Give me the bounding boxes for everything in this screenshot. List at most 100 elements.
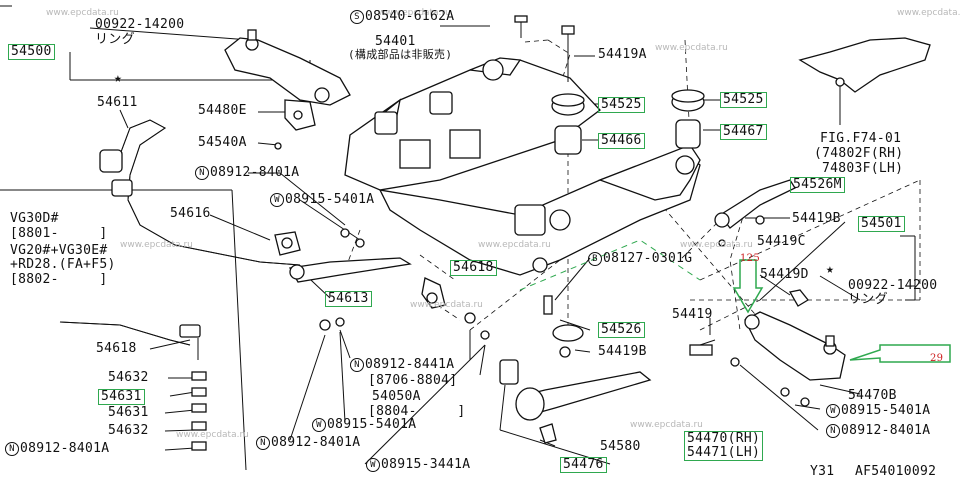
part-number: 08912-8401A: [210, 165, 300, 180]
callout-54470B: 54470B: [848, 388, 897, 403]
watermark: www.epcdata.ru: [655, 43, 728, 53]
part-number: 08915-5401A: [841, 403, 931, 418]
callout-54050A: 54050A: [372, 389, 421, 404]
part-number: 08915-3441A: [381, 457, 471, 472]
watermark: www.epcdata.ru: [378, 8, 451, 18]
n-prefix-icon: N: [826, 424, 840, 438]
callout-54466[interactable]: 54466: [598, 133, 645, 149]
callout-54419A: 54419A: [598, 47, 647, 62]
clamp-54616: [274, 228, 365, 256]
red-note-125: 125: [740, 253, 760, 264]
w-prefix-icon: W: [270, 193, 284, 207]
callout-54525-left[interactable]: 54525: [598, 97, 645, 113]
n-prefix-icon: N: [195, 166, 209, 180]
crossmember-54401: [344, 57, 701, 276]
callout-74803F: 74803F(LH): [822, 161, 904, 176]
callout-54526M[interactable]: 54526M: [790, 177, 845, 193]
watermark: www.epcdata.ru: [176, 430, 249, 440]
callout-54401-note: (構成部品は非販売): [348, 48, 453, 61]
red-note-29: 29: [930, 353, 944, 364]
callout-54470-box[interactable]: 54470(RH) 54471(LH): [684, 431, 764, 461]
callout-54419B-right: 54419B: [792, 211, 841, 226]
callout-54618-box[interactable]: 54618: [450, 260, 497, 276]
w-prefix-icon: W: [312, 418, 326, 432]
assembly-guide: [519, 239, 701, 291]
part-number: 08915-5401A: [285, 192, 375, 207]
n-prefix-icon: N: [5, 442, 19, 456]
inset-stabilizer: [59, 321, 207, 451]
callout-54467[interactable]: 54467: [720, 124, 767, 140]
strut-rod-54476: [499, 359, 652, 444]
watermark: www.epcdata.ru: [46, 8, 119, 18]
callout-fig-f74-01: FIG.F74-01: [820, 131, 902, 146]
red-arrows: [732, 259, 951, 363]
callout-54618: 54618: [96, 341, 137, 356]
s-prefix-icon: S: [350, 10, 364, 24]
callout-74802F: (74802F(RH): [814, 146, 904, 161]
watermark: www.epcdata.ru: [410, 300, 483, 310]
callout-54500[interactable]: 54500: [8, 44, 55, 60]
date-8706-8804: [8706-8804]: [368, 373, 458, 388]
link-54526M: [714, 179, 796, 247]
watermark: www.epcdata.ru: [630, 420, 703, 430]
n-prefix-icon: N: [350, 358, 364, 372]
callout-00922-14200-top: 00922-14200: [95, 17, 185, 32]
callout-54419C: 54419C: [757, 234, 806, 249]
variant-vg30d: VG30D#: [10, 211, 59, 226]
variant-vg20: VG20#+VG30E#: [10, 243, 108, 258]
link-54613: [288, 257, 446, 309]
watermark: www.epcdata.ru: [478, 240, 551, 250]
variant-8801: [8801- ]: [10, 226, 108, 241]
callout-54526[interactable]: 54526: [598, 322, 645, 338]
callout-54501[interactable]: 54501: [858, 216, 905, 232]
part-number: 08915-5401A: [327, 417, 417, 432]
b-prefix-icon: B: [588, 252, 602, 266]
callout-54470: 54470(RH): [687, 431, 761, 446]
watermark: www.epcdata.ru: [680, 240, 753, 250]
label-ring-top: リング: [95, 32, 135, 47]
callout-54616: 54616: [170, 206, 211, 221]
label-ring-right: リング: [848, 292, 888, 307]
callout-54525-right[interactable]: 54525: [720, 92, 767, 108]
footer-model: Y31: [810, 464, 835, 479]
callout-54613[interactable]: 54613: [325, 291, 372, 307]
callout-54631-box[interactable]: 54631: [98, 389, 145, 405]
w-prefix-icon: W: [366, 458, 380, 472]
callout-54419B-bottom: 54419B: [598, 344, 647, 359]
watermark: www.epcdata.ru: [897, 8, 960, 18]
part-number: 08127-0301G: [603, 251, 693, 266]
bushings: [543, 89, 705, 358]
footer-figure-code: AF54010092: [855, 464, 937, 479]
callout-54480E: 54480E: [198, 103, 247, 118]
callout-54471: 54471(LH): [687, 445, 761, 460]
star-marker-right: ★: [826, 262, 835, 277]
callout-54632-2: 54632: [108, 423, 149, 438]
callout-54611: 54611: [97, 95, 138, 110]
callout-54632-1: 54632: [108, 370, 149, 385]
variant-8802: [8802- ]: [10, 272, 108, 287]
body-bracket-f74: [798, 37, 931, 110]
stabilizer-bar-54611: [99, 119, 301, 266]
n-prefix-icon: N: [256, 436, 270, 450]
w-prefix-icon: W: [826, 404, 840, 418]
variant-rd28: +RD28.(FA+F5): [10, 257, 116, 272]
callout-54476[interactable]: 54476: [560, 457, 607, 473]
callout-54419D: 54419D: [760, 267, 809, 282]
bolt-54419A: [514, 15, 575, 82]
watermark: www.epcdata.ru: [120, 240, 193, 250]
star-marker: ★: [114, 71, 123, 86]
part-number: 08912-8441A: [365, 357, 455, 372]
bracket-54480E: [274, 99, 316, 150]
part-number: 08912-8401A: [271, 435, 361, 450]
